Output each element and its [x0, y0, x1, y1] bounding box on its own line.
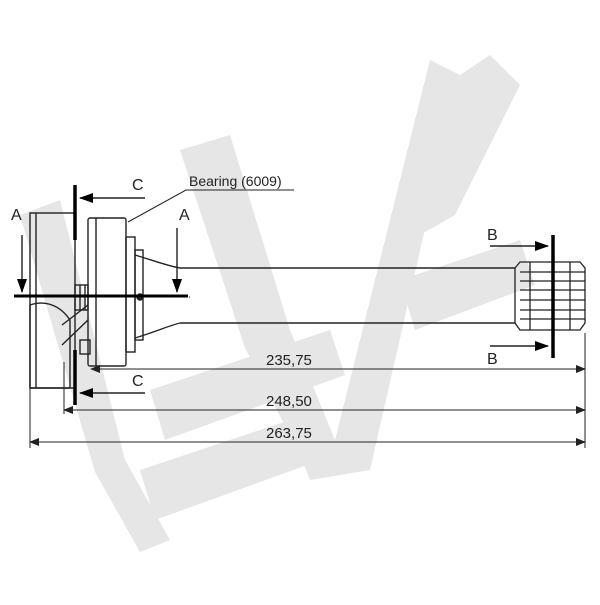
- section-b-top-label: B: [487, 227, 498, 244]
- section-b-bottom-label: B: [487, 351, 498, 368]
- dimension-2-value: 248,50: [266, 393, 312, 410]
- bearing-leader: [127, 189, 294, 223]
- section-c-top-label: C: [132, 177, 144, 194]
- spline-end: [514, 261, 586, 331]
- section-a-cut: [14, 228, 188, 298]
- watermark-logo: [20, 55, 535, 552]
- dimension-3-value: 263,75: [266, 425, 312, 442]
- section-b-cut: [490, 235, 555, 358]
- section-a-right-label: A: [179, 207, 190, 224]
- section-c-bottom-label: C: [132, 373, 144, 390]
- section-a-left-label: A: [11, 207, 22, 224]
- dimension-1-value: 235,75: [266, 352, 312, 369]
- bearing-label: Bearing (6009): [189, 173, 282, 189]
- shaft: [134, 254, 515, 339]
- section-c-cut: [73, 185, 145, 405]
